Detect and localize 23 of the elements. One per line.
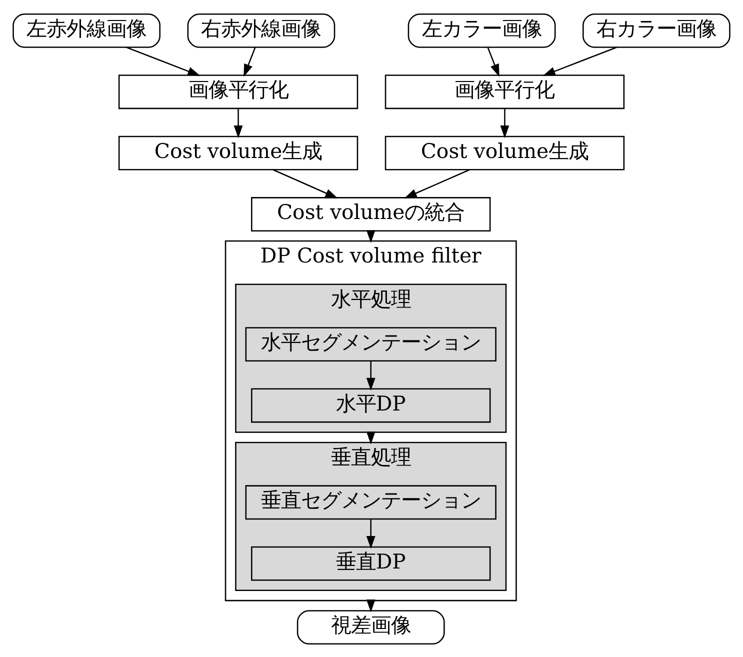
arrow	[244, 46, 256, 76]
node-box: 水平セグメンテーション	[245, 326, 496, 362]
arrow	[234, 108, 243, 138]
arrow	[272, 168, 338, 198]
node-box: 垂直セグメンテーション	[245, 484, 496, 520]
arrow	[366, 360, 376, 390]
node-box: 視差画像	[296, 610, 445, 644]
arrow	[500, 108, 510, 138]
arrow	[404, 168, 470, 198]
node-box: 画像平行化	[384, 74, 625, 109]
node-box: 垂直DP	[251, 546, 491, 580]
arrow	[366, 518, 376, 548]
node-box: 左赤外線画像	[12, 12, 160, 48]
arrow	[542, 46, 617, 76]
node-box: 画像平行化	[118, 74, 358, 109]
node-box: 左カラー画像	[408, 12, 556, 48]
arrow	[126, 46, 200, 76]
node-box: 右カラー画像	[582, 12, 730, 48]
node-box: Cost volume生成	[118, 135, 358, 170]
arrow	[487, 46, 500, 76]
node-box: 右赤外線画像	[187, 12, 336, 48]
node-box: 水平DP	[251, 388, 491, 422]
node-box: Cost volume生成	[384, 135, 625, 170]
